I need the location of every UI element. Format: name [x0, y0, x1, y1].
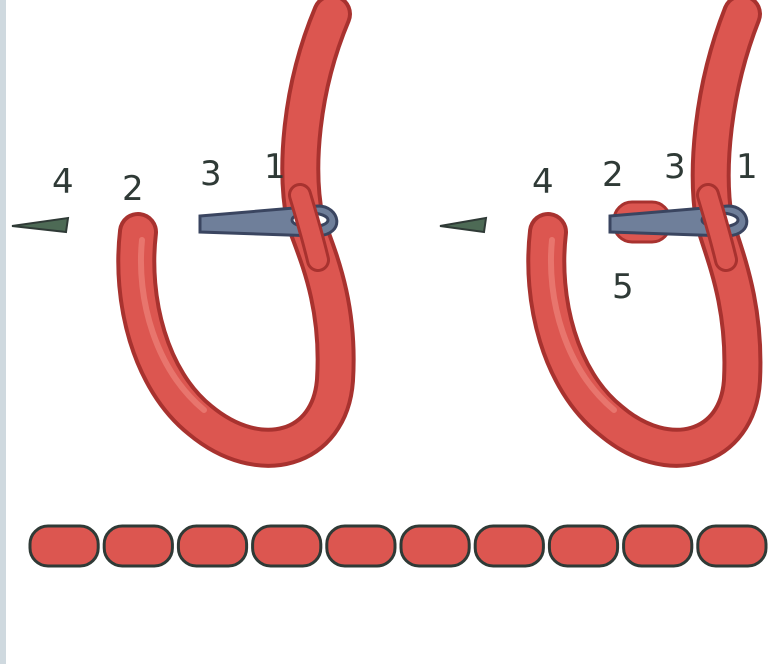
stitch-icon — [401, 526, 469, 566]
stitch-icon — [178, 526, 246, 566]
label-3: 3 — [664, 150, 686, 184]
stitch-icon — [327, 526, 395, 566]
label-2: 2 — [122, 172, 144, 206]
label-4: 4 — [532, 165, 554, 199]
label-1: 1 — [264, 150, 286, 184]
needle-mark-icon — [440, 218, 486, 232]
stitch-icon — [698, 526, 766, 566]
label-2: 2 — [602, 158, 624, 192]
label-1: 1 — [736, 150, 758, 184]
stitch-icon — [104, 526, 172, 566]
stitch-row — [30, 526, 766, 566]
stitch-icon — [253, 526, 321, 566]
needle-mark-icon — [12, 218, 68, 232]
stitch-icon — [549, 526, 617, 566]
label-5: 5 — [612, 270, 634, 304]
stitch-icon — [624, 526, 692, 566]
step-1-illustration — [12, 14, 337, 448]
label-3: 3 — [200, 157, 222, 191]
stitch-icon — [30, 526, 98, 566]
stitch-icon — [475, 526, 543, 566]
label-4: 4 — [52, 165, 74, 199]
step-2-illustration — [440, 14, 747, 448]
